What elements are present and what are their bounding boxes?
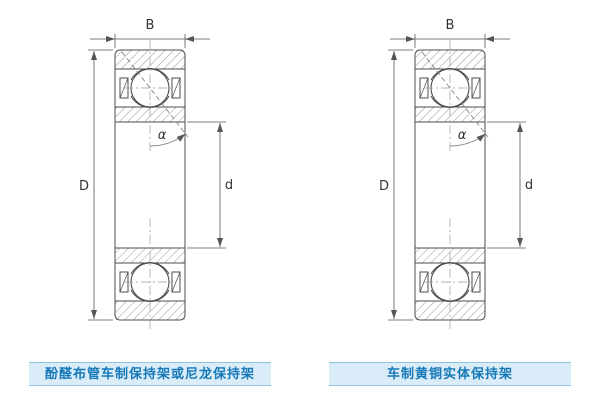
dim-label-bore-diameter: d <box>525 178 533 193</box>
dim-label-width: B <box>146 18 155 33</box>
caption-left: 酚醛布管车制保持架或尼龙保持架 <box>29 362 271 386</box>
dim-label-contact-angle: α <box>158 128 167 143</box>
dim-label-bore-diameter: d <box>225 178 233 193</box>
bearing-figure-left: B D d α <box>10 10 290 362</box>
dim-label-width: B <box>446 18 455 33</box>
dim-label-contact-angle: α <box>458 128 467 143</box>
bearing-figure-right: B D d α <box>310 10 590 362</box>
bearing-drawing-left: B D d α <box>79 18 233 362</box>
bearing-drawing-right: B D d α <box>379 18 533 362</box>
dim-label-outer-diameter: D <box>79 179 89 194</box>
dim-label-outer-diameter: D <box>379 179 389 194</box>
caption-right: 车制黄铜实体保持架 <box>329 362 571 386</box>
